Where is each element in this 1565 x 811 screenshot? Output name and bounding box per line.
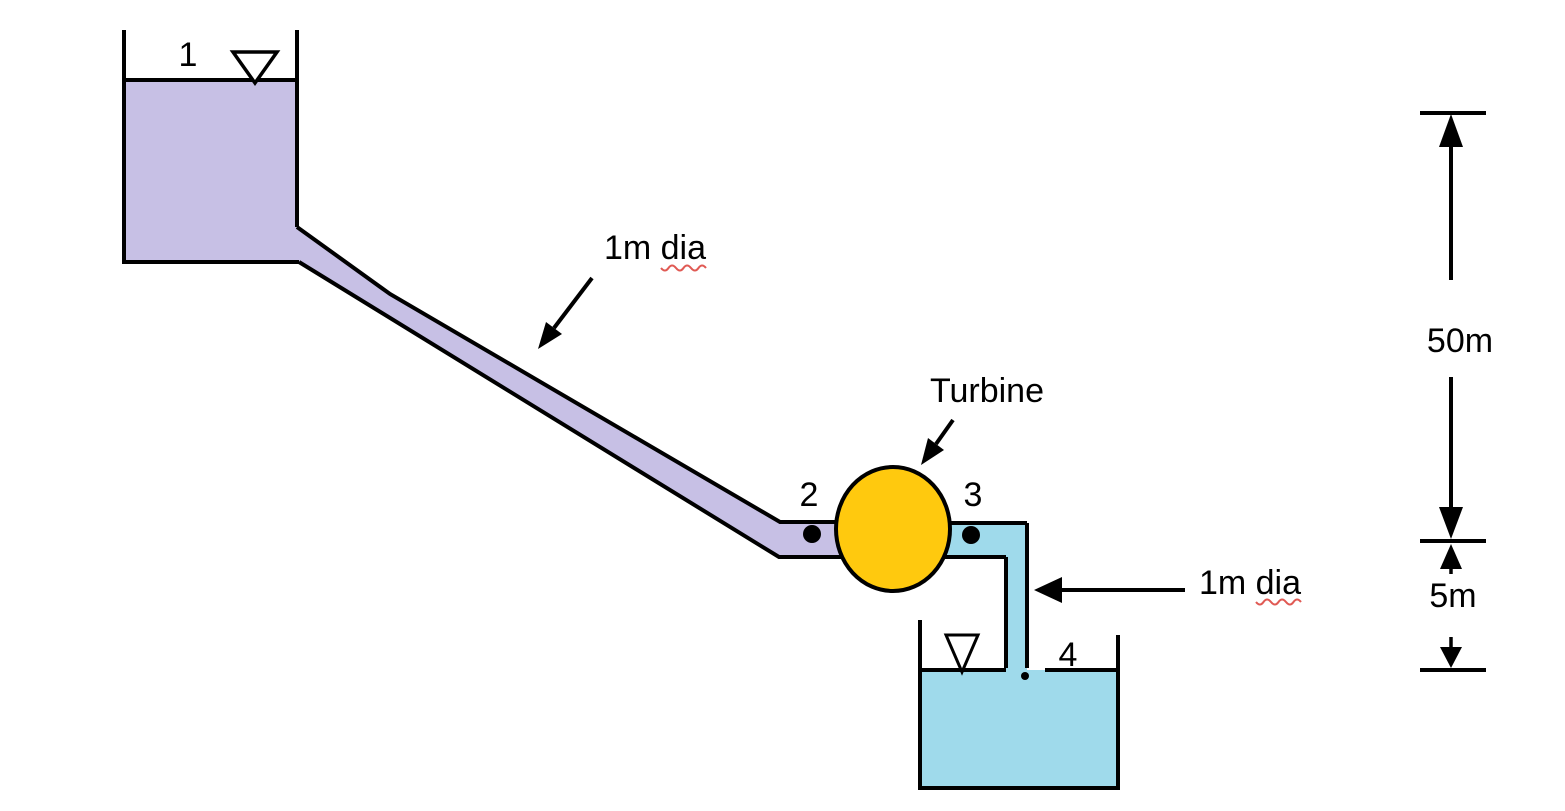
annotation-upper-pipe: 1m dia	[538, 229, 707, 349]
label-station-1: 1	[179, 36, 198, 74]
upper-water-fill	[124, 80, 865, 557]
dim-arrowhead-up-middle	[1440, 544, 1462, 569]
dimension-lines: 50m 5m	[1420, 111, 1493, 672]
water-level-symbol-upper	[229, 50, 281, 87]
station-2-dot	[803, 525, 821, 543]
lower-water-fill	[920, 670, 1118, 786]
penstock-top-edge	[295, 225, 880, 524]
dim-arrowhead-up-top	[1439, 114, 1463, 147]
label-upper-pipe-diameter: 1m dia	[604, 229, 706, 267]
label-head-50m: 50m	[1427, 322, 1493, 360]
lower-pipe-arrowhead	[1034, 577, 1062, 603]
label-lower-pipe-diameter: 1m dia	[1199, 564, 1301, 602]
label-turbine: Turbine	[930, 372, 1044, 410]
turbine-arrow-line	[934, 418, 955, 446]
turbine: 2 3	[800, 465, 983, 593]
penstock-pipe	[295, 225, 880, 559]
label-station-4: 4	[1059, 636, 1078, 674]
turbine-arrowhead	[921, 438, 944, 465]
lower-reservoir: 4	[905, 521, 1120, 790]
annotation-turbine: Turbine	[921, 372, 1044, 465]
upper-pipe-arrow-line	[552, 276, 594, 330]
label-station-3: 3	[964, 476, 983, 514]
dim-arrowhead-down-middle	[1439, 507, 1463, 539]
annotation-lower-pipe: 1m dia	[1034, 564, 1302, 606]
spellcheck-squiggle-lower	[1255, 598, 1302, 606]
station-4-dot	[1021, 672, 1029, 680]
station-3-dot	[962, 526, 980, 544]
upper-pipe-arrowhead	[538, 322, 562, 349]
upper-reservoir: 1	[122, 30, 865, 557]
turbine-circle	[834, 465, 952, 593]
label-head-5m: 5m	[1429, 577, 1476, 615]
water-level-symbol-lower	[943, 633, 981, 676]
spellcheck-squiggle-upper	[660, 264, 707, 272]
label-station-2: 2	[800, 476, 819, 514]
penstock-bottom-edge	[297, 260, 845, 559]
dim-arrowhead-down-bottom	[1440, 647, 1462, 668]
